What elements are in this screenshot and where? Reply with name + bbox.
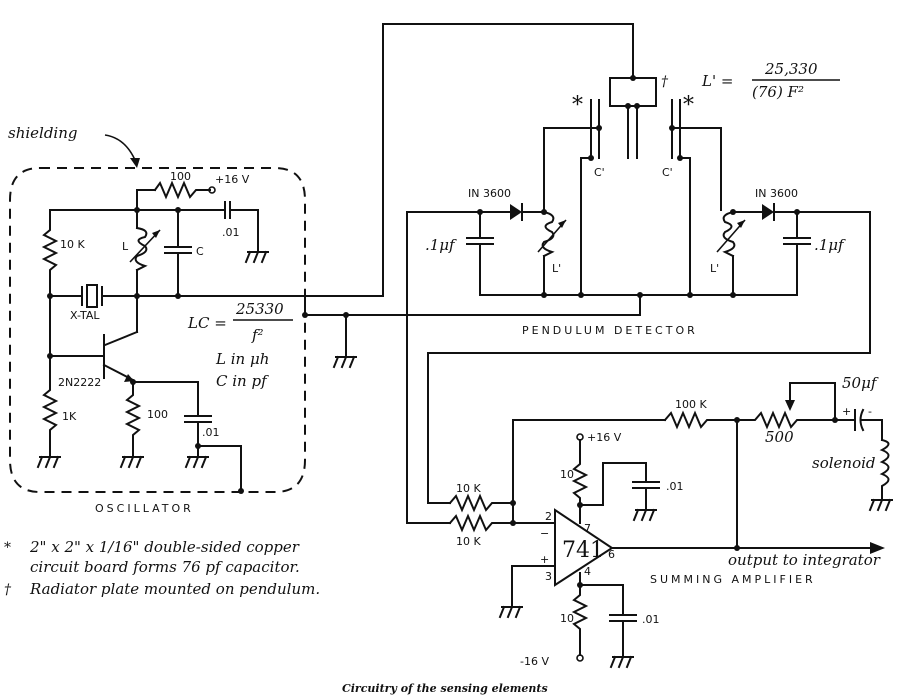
note-1-mark: *	[4, 540, 11, 556]
resistor-10k-bias	[41, 209, 59, 297]
det-formula-lhs: L' =	[701, 72, 733, 90]
pin6-label: 6	[608, 548, 615, 561]
note-1-text: 2" x 2" x 1/16" double-sided copper	[29, 538, 300, 556]
osc-r-emitter-label: 100	[147, 408, 168, 421]
summing-amplifier-block	[406, 382, 893, 668]
r-in2-label: 10 K	[456, 535, 481, 548]
radiator-plate	[609, 77, 657, 107]
pin3-label: 3	[545, 570, 552, 583]
inductor-l	[134, 226, 148, 272]
osc-r-supply-label: 100	[170, 170, 191, 183]
pin4-label: 4	[584, 565, 591, 578]
pot-label: 500	[765, 428, 794, 446]
r-pos-label: 10	[560, 468, 574, 481]
pendulum-detector-block	[382, 23, 871, 524]
osc-formula-num: 25330	[235, 300, 284, 318]
r-in1-label: 10 K	[456, 482, 481, 495]
osc-r-bias-label: 10 K	[60, 238, 85, 251]
inductor-left-label: L'	[552, 262, 561, 275]
ground-icon	[245, 251, 269, 263]
det-formula-num: 25,330	[764, 60, 818, 78]
star-left: *	[572, 93, 583, 118]
output-arrowhead	[870, 542, 885, 554]
note-3-text: Radiator plate mounted on pendulum.	[29, 580, 320, 598]
inductor-left	[541, 210, 555, 258]
opamp-label: 741	[562, 538, 604, 563]
diode-right-label: IN 3600	[755, 187, 798, 200]
cap-minus-label: -	[868, 405, 872, 418]
supply-pos-terminal	[576, 433, 584, 441]
oscillator-block	[9, 134, 408, 494]
diode-right	[762, 204, 774, 220]
osc-supply-label: +16 V	[215, 173, 250, 186]
shielding-arrowhead	[130, 158, 140, 168]
cprime-right-label: C'	[662, 166, 673, 179]
cap-right-label: .1μf	[814, 236, 846, 254]
pin7-label: 7	[584, 522, 591, 535]
pin2-label: 2	[545, 510, 552, 523]
note-3-mark: †	[4, 582, 12, 598]
pendulum-detector-label: PENDULUM DETECTOR	[522, 324, 698, 337]
osc-capacitor-label: C	[196, 245, 204, 258]
cap-left-label: .1μf	[425, 236, 457, 254]
resistor-10-pos	[571, 439, 589, 506]
shielding-arrow	[104, 134, 136, 161]
solenoid-coil	[879, 438, 890, 499]
osc-formula-den: f²	[251, 326, 264, 344]
resistor-100k	[663, 410, 738, 430]
star-right: *	[683, 93, 694, 118]
cap-neg-label: .01	[642, 613, 660, 626]
supply-neg-terminal	[576, 654, 584, 662]
opamp-741	[554, 508, 614, 587]
det-formula-den: (76) F²	[752, 83, 804, 101]
cap-pos-label: .01	[666, 480, 684, 493]
figure-caption: Circuitry of the sensing elements	[342, 682, 548, 695]
output-label: output to integrator	[728, 551, 881, 569]
osc-unit-l: L in μh	[215, 350, 269, 368]
inductor-right-label: L'	[710, 262, 719, 275]
plus-input-label: +	[540, 553, 549, 566]
diode-left-label: IN 3600	[468, 187, 511, 200]
supply-pos-label: +16 V	[587, 431, 622, 444]
solenoid-label: solenoid	[812, 454, 876, 472]
osc-unit-c: C in pf	[216, 372, 269, 390]
osc-transistor-label: 2N2222	[58, 376, 101, 389]
minus-input-label: −	[540, 527, 549, 540]
cap-solenoid-label: 50μf	[842, 374, 879, 392]
diode-left	[510, 204, 522, 220]
cap-plus-label: +	[842, 405, 851, 418]
osc-inductor-label: L	[122, 240, 129, 253]
potentiometer-500	[736, 410, 836, 430]
resistor-10k-in1	[448, 493, 514, 513]
supply-terminal	[208, 186, 216, 194]
resistor-10-neg	[571, 584, 589, 656]
resistor-100-supply	[153, 180, 211, 200]
resistor-1k	[41, 355, 59, 456]
dagger-mark: †	[661, 74, 669, 90]
cprime-left-label: C'	[594, 166, 605, 179]
osc-cap-emitter-label: .01	[202, 426, 220, 439]
r-feedback-label: 100 K	[675, 398, 707, 411]
oscillator-label: OSCILLATOR	[95, 502, 194, 515]
osc-formula-lhs: LC =	[187, 314, 227, 332]
shielding-boundary	[9, 167, 306, 493]
note-2-text: circuit board forms 76 pf capacitor.	[30, 558, 300, 576]
supply-neg-label: -16 V	[520, 655, 549, 668]
inductor-right	[722, 210, 736, 258]
crystal-xtal	[86, 284, 98, 308]
shielding-label: shielding	[8, 124, 78, 142]
osc-r-base-label: 1K	[62, 410, 77, 423]
osc-crystal-label: X-TAL	[70, 309, 100, 322]
summing-amplifier-label: SUMMING AMPLIFIER	[650, 573, 816, 586]
r-neg-label: 10	[560, 612, 574, 625]
resistor-100-emitter	[124, 381, 142, 456]
osc-cap-bypass-label: .01	[222, 226, 240, 239]
resistor-10k-in2	[448, 513, 514, 533]
